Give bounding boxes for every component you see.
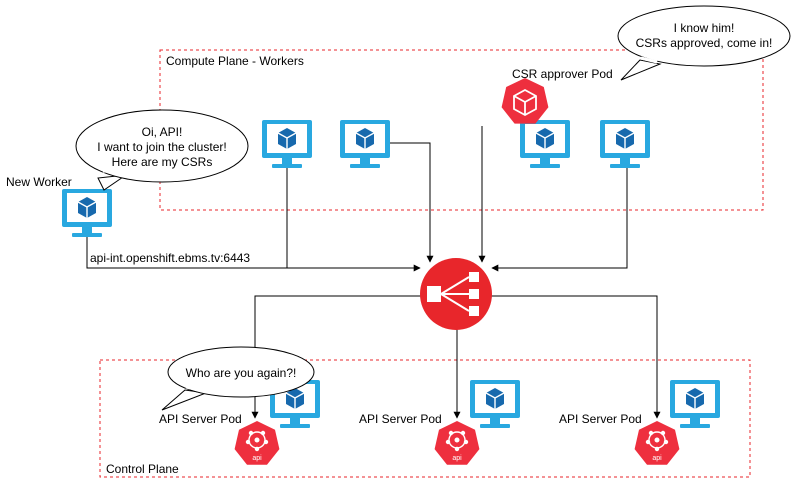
- connector-worker-2: [390, 142, 434, 263]
- control-3-workstation-icon: [669, 379, 721, 429]
- api-server-3-label: API Server Pod: [559, 412, 642, 426]
- worker-2-workstation-icon: [339, 119, 391, 169]
- compute-plane-label: Compute Plane - Workers: [166, 54, 304, 68]
- connector-worker-1: [286, 167, 420, 269]
- worker-4-workstation-icon: [599, 119, 651, 169]
- api-pod-3: api: [633, 420, 681, 466]
- api-server-1-label: API Server Pod: [159, 412, 242, 426]
- compute-plane-zone: [159, 49, 764, 211]
- connectors: [86, 126, 661, 419]
- new-worker-speech-bubble: Oi, API! I want to join the cluster! Her…: [75, 109, 249, 191]
- api-speech-bubble: Who are you again?!: [161, 346, 315, 411]
- api-pod-2: api: [433, 420, 481, 466]
- api-bubble-text: Who are you again?!: [186, 366, 297, 380]
- api-endpoint-label: api-int.openshift.ebms.tv:6443: [90, 251, 250, 265]
- csr-approver-speech-bubble: I know him! CSRs approved, come in!: [617, 5, 791, 81]
- csr-approver-label: CSR approver Pod: [512, 67, 613, 81]
- load-balancer-icon: [420, 258, 492, 330]
- connector-worker-4: [491, 167, 628, 272]
- api-pod-3-badge: api: [652, 455, 662, 462]
- control-2-workstation-icon: [469, 379, 521, 429]
- new-worker-bubble-line-3: Here are my CSRs: [112, 155, 213, 169]
- new-worker-workstation-icon: [61, 188, 113, 238]
- new-worker-label: New Worker: [6, 175, 72, 189]
- api-pod-2-badge: api: [452, 455, 462, 462]
- api-pod-1-badge: api: [252, 455, 262, 462]
- new-worker-bubble-line-1: Oi, API!: [142, 125, 183, 139]
- connector-api-3: [490, 295, 661, 419]
- worker-3-workstation-icon: [519, 119, 571, 169]
- control-plane-zone: [99, 359, 751, 478]
- csr-approver-pod-icon: [501, 78, 549, 124]
- api-pod-1: api: [233, 420, 281, 466]
- csr-bubble-line-1: I know him!: [674, 21, 735, 35]
- api-server-2-label: API Server Pod: [359, 412, 442, 426]
- csr-bubble-line-2: CSRs approved, come in!: [636, 36, 773, 50]
- new-worker-bubble-line-2: I want to join the cluster!: [97, 140, 226, 154]
- control-plane-label: Control Plane: [106, 462, 179, 476]
- worker-1-workstation-icon: [261, 119, 313, 169]
